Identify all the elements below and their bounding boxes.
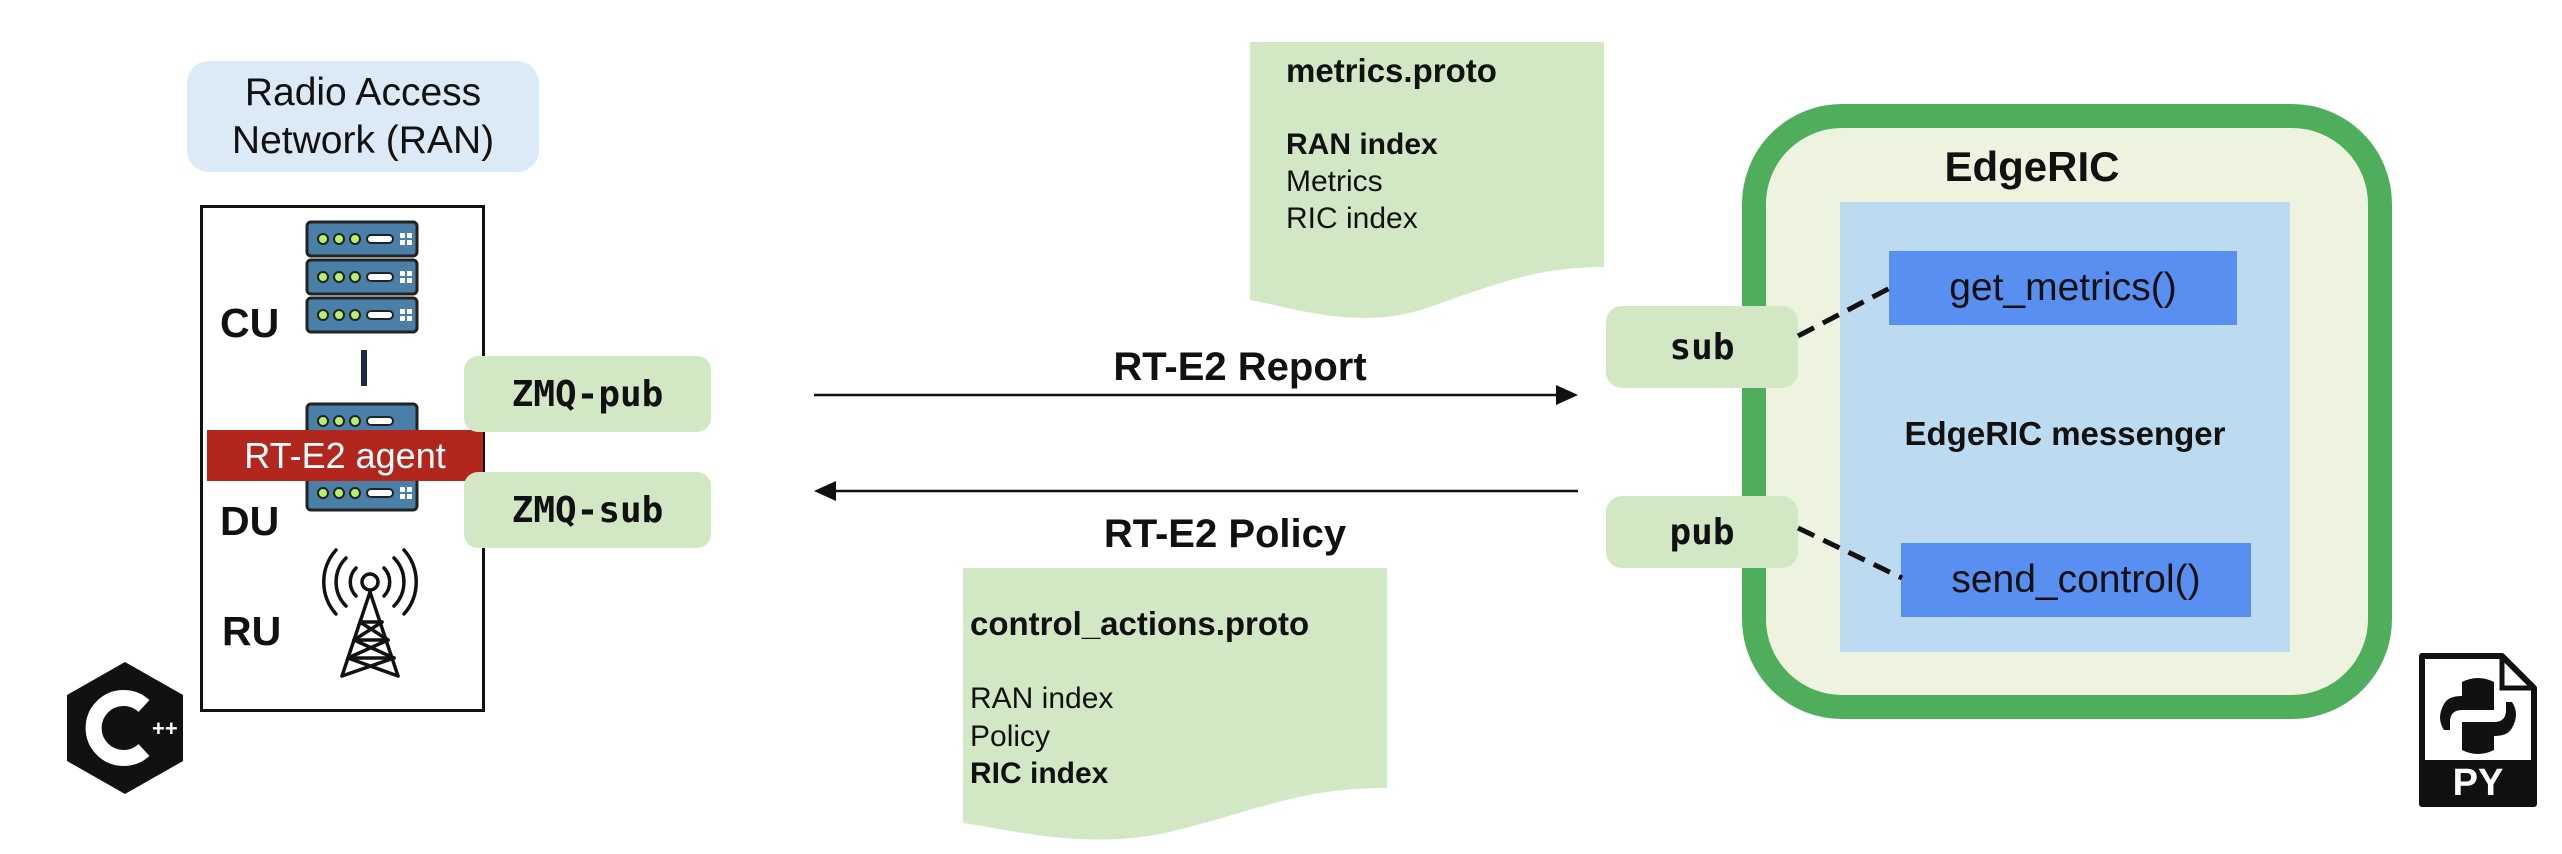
control-field-ran-index: RAN index [970,682,1114,715]
edgeric-title: EdgeRIC [1944,143,2120,190]
metrics-proto-doc [1250,42,1604,318]
py-logo-text: PY [2453,762,2504,804]
cpp-logo-text: ++ [152,716,178,741]
du-label: DU [220,498,280,544]
ran-container [200,205,485,712]
server-icon [305,402,419,512]
flow-arrows [814,385,1578,501]
control-field-policy: Policy [970,720,1051,753]
metrics-proto-title: metrics.proto [1286,52,1497,89]
zmq-sub-box: ZMQ-sub [464,472,711,548]
metrics-field-ran-index: RAN index [1286,128,1438,161]
dashed-connectors [1796,285,1904,581]
pub-connector [1796,525,1904,581]
zmq-pub-box: ZMQ-pub [464,356,711,432]
policy-arrowhead [814,481,836,501]
control-proto-doc [963,568,1387,840]
ran-title: Radio Access Network (RAN) [187,61,539,172]
sub-box: sub [1606,306,1798,388]
report-label: RT-E2 Report [1113,345,1367,389]
policy-label: RT-E2 Policy [1103,512,1347,556]
metrics-field-metrics: Metrics [1286,165,1383,198]
get-metrics-box: get_metrics() [1889,251,2237,325]
server-stack-icon [305,220,419,334]
ru-label: RU [222,608,282,654]
python-file-logo: PY [2419,653,2537,807]
rt-e2-agent: RT-E2 agent [207,430,483,481]
cu-label: CU [220,300,280,346]
sub-connector [1796,285,1892,339]
control-proto-title: control_actions.proto [970,605,1310,642]
control-field-ric-index: RIC index [970,757,1109,790]
cpp-logo: ++ [67,662,183,794]
pub-box: pub [1606,496,1798,568]
radio-tower-icon [322,548,418,678]
cu-du-link [361,350,367,386]
send-control-box: send_control() [1901,543,2251,617]
report-arrowhead [1556,385,1578,405]
metrics-field-ric-index: RIC index [1286,202,1418,235]
edgeric-messenger-label: EdgeRIC messenger [1904,415,2226,452]
